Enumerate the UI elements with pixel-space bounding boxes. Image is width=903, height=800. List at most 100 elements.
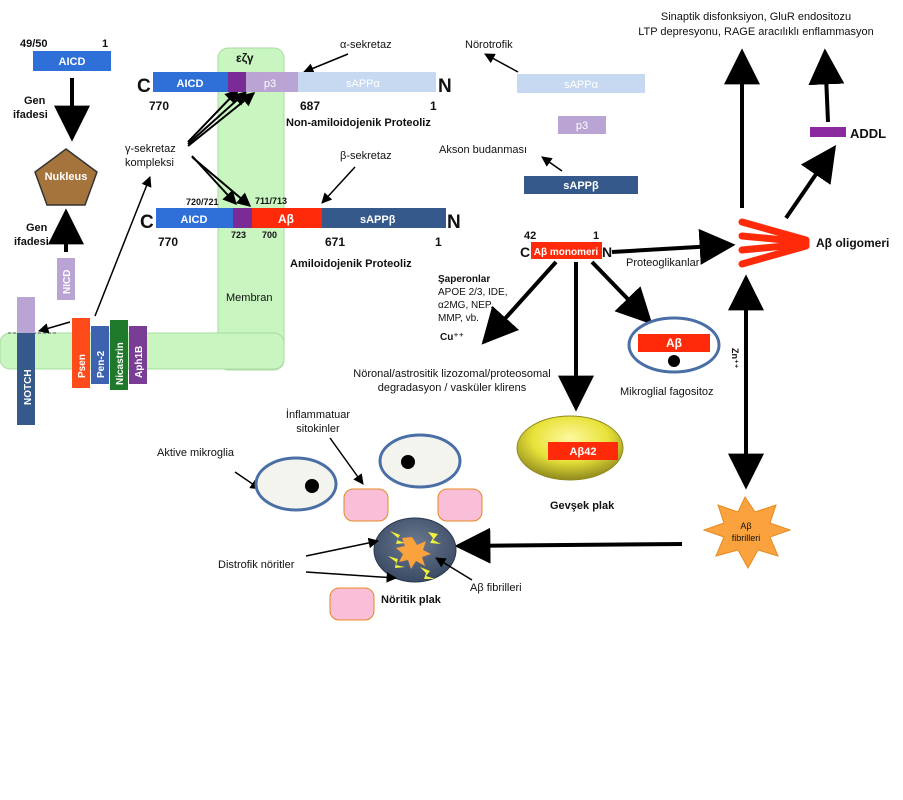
aph1b-label: Aph1B <box>134 346 145 378</box>
a-sappb <box>322 208 446 228</box>
chaperones-line2: α2MG, NEP, <box>438 300 493 311</box>
fibril-star <box>702 495 792 570</box>
a-abeta <box>252 208 322 228</box>
gen-ifadesi-top-1: Gen <box>24 95 46 107</box>
aicd-left-label: AICD <box>59 56 86 68</box>
zn-label: Zn⁺⁺ <box>730 348 740 369</box>
mono-label: Aβ monomeri <box>534 247 599 258</box>
na-title: Non-amiloidojenik Proteoliz <box>286 117 431 129</box>
inflammatory-arrow-1 <box>329 437 364 485</box>
a-sappb-label: sAPPβ <box>360 214 396 226</box>
neuritic-fibrils <box>388 531 441 579</box>
norotrofik-label: Nörotrofik <box>465 39 513 51</box>
alpha-secretase-label: α-sekretaz <box>340 39 392 51</box>
oligomer-label: Aβ oligomeri <box>816 236 889 250</box>
cytokine-1 <box>343 488 389 522</box>
gamma-arrow-3 <box>187 92 256 147</box>
beta-secretase-label: β-sekretaz <box>340 150 392 162</box>
phago-nucleus <box>668 355 680 367</box>
addl-to-synaptic-arrow <box>808 48 845 123</box>
na-cut-sites: εζγ <box>236 51 254 65</box>
dystrophic-arrow-2 <box>305 571 398 583</box>
fibril-star-line2: fibrilleri <box>732 533 761 543</box>
akson-label: Akson budanması <box>439 144 527 156</box>
pen2-label: Pen-2 <box>96 350 107 378</box>
mono-to-oligomer-arrow <box>611 228 736 265</box>
notch-top <box>17 297 35 333</box>
gamma-secretase-line1: γ-sekretaz <box>125 143 176 155</box>
mono-box <box>531 242 602 259</box>
a-711: 711/713 <box>255 196 287 206</box>
mono-1: 1 <box>593 230 599 242</box>
chaperones-title: Şaperonlar <box>438 274 490 285</box>
loose-plaque-abeta42: Aβ42 <box>570 446 597 458</box>
abeta-fibrils-arrow <box>435 557 473 581</box>
membrane-label: Membran <box>226 292 272 304</box>
phago-abeta-label: Aβ <box>666 336 682 350</box>
nicastrin-label: Nicastrin <box>115 342 126 385</box>
na-1: 1 <box>430 99 437 113</box>
inflammatory-line1: İnflammatuar <box>286 408 351 421</box>
akson-arrow <box>541 156 563 172</box>
nucleus-label: Nukleus <box>45 171 88 183</box>
na-c: C <box>137 76 151 97</box>
a-1: 1 <box>435 235 442 249</box>
na-687: 687 <box>300 99 320 113</box>
gen-ifadesi-bottom-1: Gen <box>26 222 48 234</box>
nucleus-pentagon <box>34 148 98 206</box>
loose-plaque-label: Gevşek plak <box>550 500 615 512</box>
a-title: Amiloidojenik Proteoliz <box>290 258 412 270</box>
proteoglikanlar-label: Proteoglikanlar <box>626 257 700 269</box>
mono-n: N <box>602 244 612 260</box>
rt-sappa-label: sAPPα <box>564 79 599 91</box>
gamma-secretase-line2: kompleksi <box>125 157 174 169</box>
gamma-arrow-1 <box>187 88 239 143</box>
nicd-label: NICD <box>62 270 73 294</box>
aicd-left-n1: 1 <box>102 38 108 50</box>
aicd-left-box <box>33 51 111 71</box>
oligomer-symbol <box>738 218 810 268</box>
chaperones-line1: APOE 2/3, IDE, <box>438 287 507 298</box>
fibril-to-plaque-arrow <box>454 527 683 564</box>
synaptic-line2: LTP depresyonu, RAGE aracılıklı enflamma… <box>638 26 874 38</box>
chaperones-cu: Cu⁺⁺ <box>440 332 464 343</box>
nicd-box <box>57 258 75 300</box>
dystrophic-label: Distrofik nöritler <box>218 559 295 571</box>
neuritic-plaque-label: Nöritik plak <box>381 594 442 606</box>
complex-to-label-arrow <box>94 176 152 317</box>
gen-ifadesi-top-2: ifadesi <box>13 109 48 121</box>
na-770: 770 <box>149 99 169 113</box>
dystrophic-arrow-1 <box>305 537 380 557</box>
neuritic-core <box>396 537 431 569</box>
a-723: 723 <box>231 230 246 240</box>
aicd-left-n50: 49/50 <box>20 38 48 50</box>
a-c: C <box>140 212 154 233</box>
rt-p3 <box>558 116 606 134</box>
synaptic-line1: Sinaptik disfonksiyon, GluR endositozu <box>661 11 851 23</box>
a-aicd-label: AICD <box>181 214 208 226</box>
na-p3-label: p3 <box>264 78 276 90</box>
aph1b-box <box>129 326 147 384</box>
rt-p3-label: p3 <box>576 120 588 132</box>
rt-sappb-label: sAPPβ <box>563 180 599 192</box>
loose-plaque-box <box>548 442 618 460</box>
active-microglia-label: Aktive mikroglia <box>157 447 235 459</box>
na-aicd <box>153 72 228 92</box>
gen-ifadesi-bottom-2: ifadesi <box>14 236 49 248</box>
a-671: 671 <box>325 235 345 249</box>
microglia-cell-2 <box>378 433 462 489</box>
a-n: N <box>447 212 461 233</box>
addl-bar <box>810 127 846 137</box>
cytokine-3 <box>329 587 375 621</box>
a-tm <box>233 208 252 228</box>
abeta-fibrils-label: Aβ fibrilleri <box>470 582 522 594</box>
mono-to-microglia-arrow <box>590 260 653 325</box>
gamma-arrow-2 <box>187 91 248 145</box>
complex-to-notch-arrow <box>37 321 71 334</box>
phago-label: Mikroglial fagositoz <box>620 386 714 398</box>
gamma-arrow-5 <box>191 156 252 207</box>
psen-box <box>72 318 90 388</box>
na-sappa-label: sAPPα <box>346 78 381 90</box>
a-abeta-label: Aβ <box>278 212 294 226</box>
